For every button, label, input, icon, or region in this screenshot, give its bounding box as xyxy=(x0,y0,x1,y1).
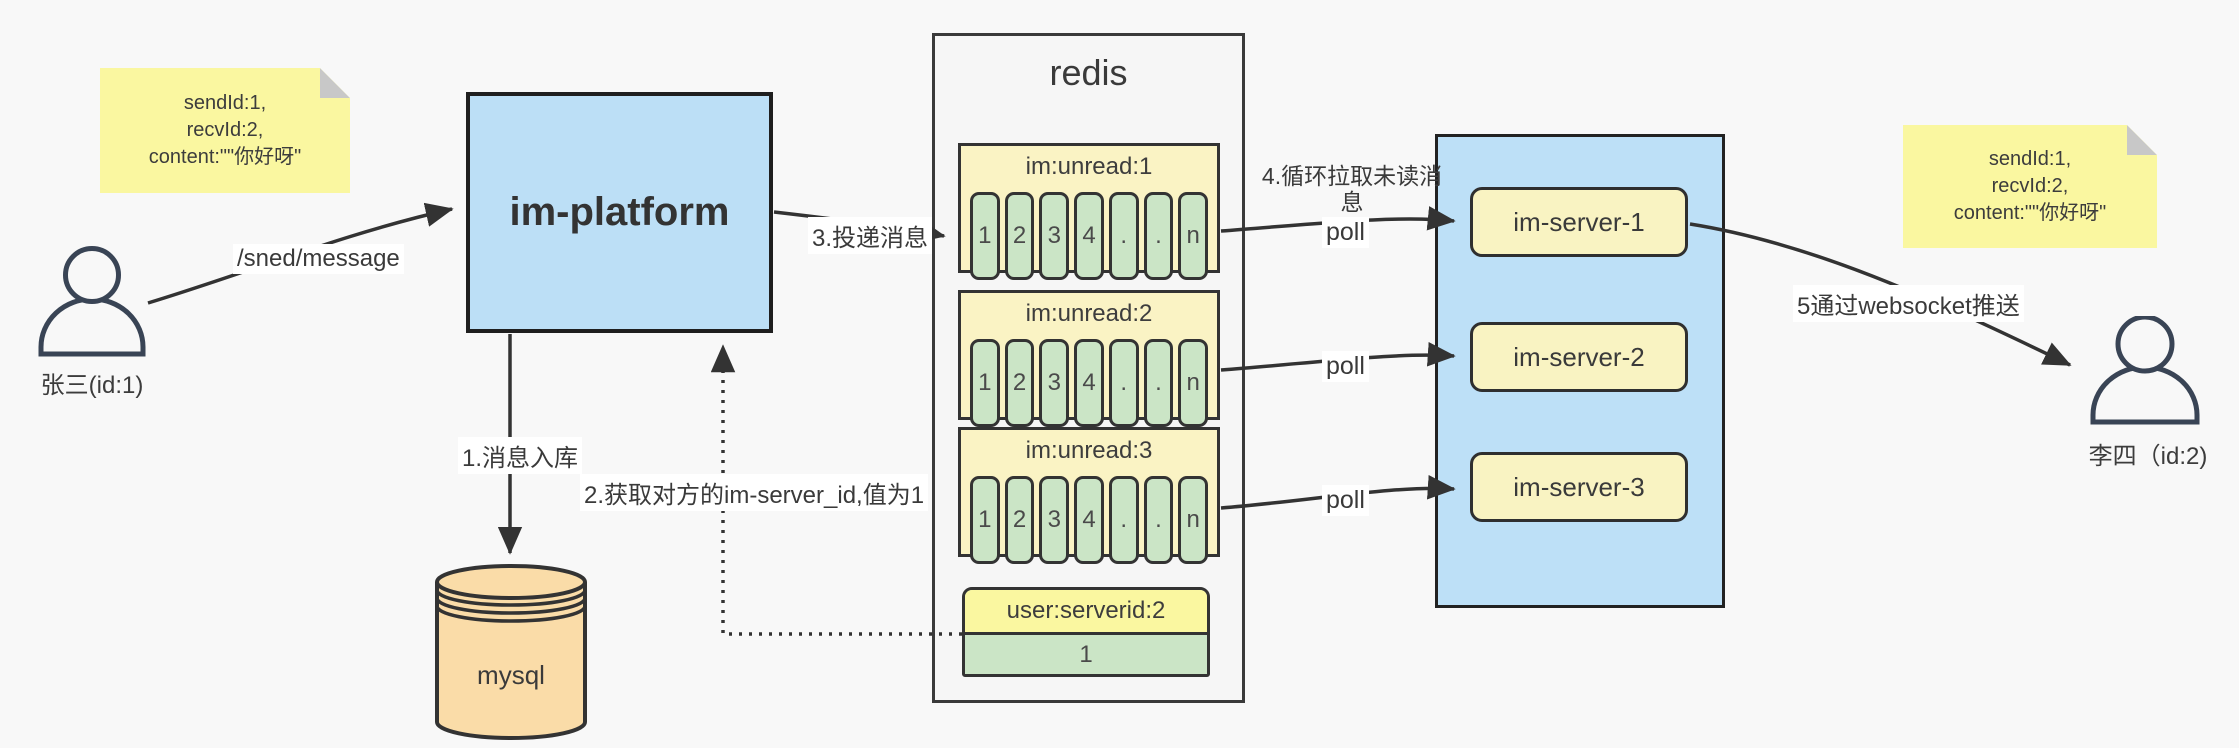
note-line: content:""你好呀" xyxy=(148,146,302,168)
redis-kv-header: user:serverid:2 xyxy=(965,590,1207,635)
edge-label-step2: 2.获取对方的im-server_id,值为1 xyxy=(580,474,929,511)
list-cell: 4 xyxy=(1074,476,1104,564)
im-platform-label: im-platform xyxy=(509,190,730,234)
list-cell: 3 xyxy=(1039,192,1070,280)
list-cell: . xyxy=(1108,339,1139,427)
edge-label-send-message: /sned/message xyxy=(233,244,404,274)
redis-kv-user-serverid: user:serverid:2 1 xyxy=(962,587,1210,677)
redis-title: redis xyxy=(1049,52,1128,93)
user-icon-receiver xyxy=(2090,316,2200,425)
im-server-3-label: im-server-3 xyxy=(1513,471,1645,502)
edge-label-poll-2: poll xyxy=(1322,351,1369,382)
note-line: sendId:1, xyxy=(183,92,267,114)
redis-kv-value: 1 xyxy=(1079,640,1093,668)
note-line: sendId:1, xyxy=(1988,148,2072,170)
im-server-1-box: im-server-1 xyxy=(1470,187,1688,257)
edge-label-step4: 4.循环拉取未读消息 xyxy=(1261,163,1443,215)
redis-list-header: im:unread:1 xyxy=(1025,153,1153,180)
note-line: content:""你好呀" xyxy=(1953,202,2107,224)
list-cell: . xyxy=(1143,476,1174,564)
mysql-label: mysql xyxy=(477,660,545,690)
list-cell: . xyxy=(1143,339,1174,427)
redis-list-header: im:unread:3 xyxy=(1025,437,1153,464)
list-cell: 4 xyxy=(1074,192,1104,280)
im-server-2-box: im-server-2 xyxy=(1470,322,1688,392)
list-cell: 3 xyxy=(1039,476,1070,564)
redis-list-cells: 1 2 3 4 . . n xyxy=(970,476,1209,564)
edge-label-poll-3: poll xyxy=(1322,485,1369,516)
edge-label-step3: 3.投递消息 xyxy=(808,217,933,254)
list-cell: 4 xyxy=(1074,339,1104,427)
redis-list-header: im:unread:2 xyxy=(1025,300,1153,327)
list-cell: 2 xyxy=(1004,476,1035,564)
list-cell: n xyxy=(1178,192,1209,280)
edge-label-poll-1: poll xyxy=(1322,217,1369,248)
redis-list-im-unread-1: im:unread:1 1 2 3 4 . . n xyxy=(958,143,1220,280)
mysql-database-icon xyxy=(435,564,587,740)
receiver-label: 李四（id:2) xyxy=(2088,443,2208,470)
list-cell: n xyxy=(1178,339,1209,427)
redis-list-cells: 1 2 3 4 . . n xyxy=(970,192,1209,280)
user-icon-sender xyxy=(38,246,146,357)
list-cell: . xyxy=(1108,476,1139,564)
list-cell: 1 xyxy=(970,339,1000,427)
edge-label-step5: 5通过websocket推送 xyxy=(1793,285,2024,322)
list-cell: . xyxy=(1108,192,1139,280)
list-cell: n xyxy=(1178,476,1209,564)
edge-label-step1: 1.消息入库 xyxy=(458,437,583,474)
list-cell: 1 xyxy=(970,476,1000,564)
note-send-payload-left: sendId:1, recvId:2, content:""你好呀" xyxy=(100,68,350,193)
list-cell: 2 xyxy=(1004,339,1035,427)
im-server-2-label: im-server-2 xyxy=(1513,341,1645,372)
note-line: recvId:2, xyxy=(1991,175,2069,197)
note-send-payload-right: sendId:1, recvId:2, content:""你好呀" xyxy=(1903,125,2157,248)
redis-list-cells: 1 2 3 4 . . n xyxy=(970,339,1209,427)
redis-list-im-unread-3: im:unread:3 1 2 3 4 . . n xyxy=(958,427,1220,564)
im-platform-box: im-platform xyxy=(466,92,773,333)
im-server-1-label: im-server-1 xyxy=(1513,206,1645,237)
note-fold-corner-icon xyxy=(2127,125,2157,155)
sender-label: 张三(id:1) xyxy=(40,372,144,399)
list-cell: 1 xyxy=(970,192,1000,280)
redis-list-im-unread-2: im:unread:2 1 2 3 4 . . n xyxy=(958,290,1220,427)
note-fold-corner-icon xyxy=(320,68,350,98)
list-cell: 2 xyxy=(1004,192,1035,280)
note-line: recvId:2, xyxy=(186,119,264,141)
list-cell: . xyxy=(1143,192,1174,280)
im-server-3-box: im-server-3 xyxy=(1470,452,1688,522)
list-cell: 3 xyxy=(1039,339,1070,427)
